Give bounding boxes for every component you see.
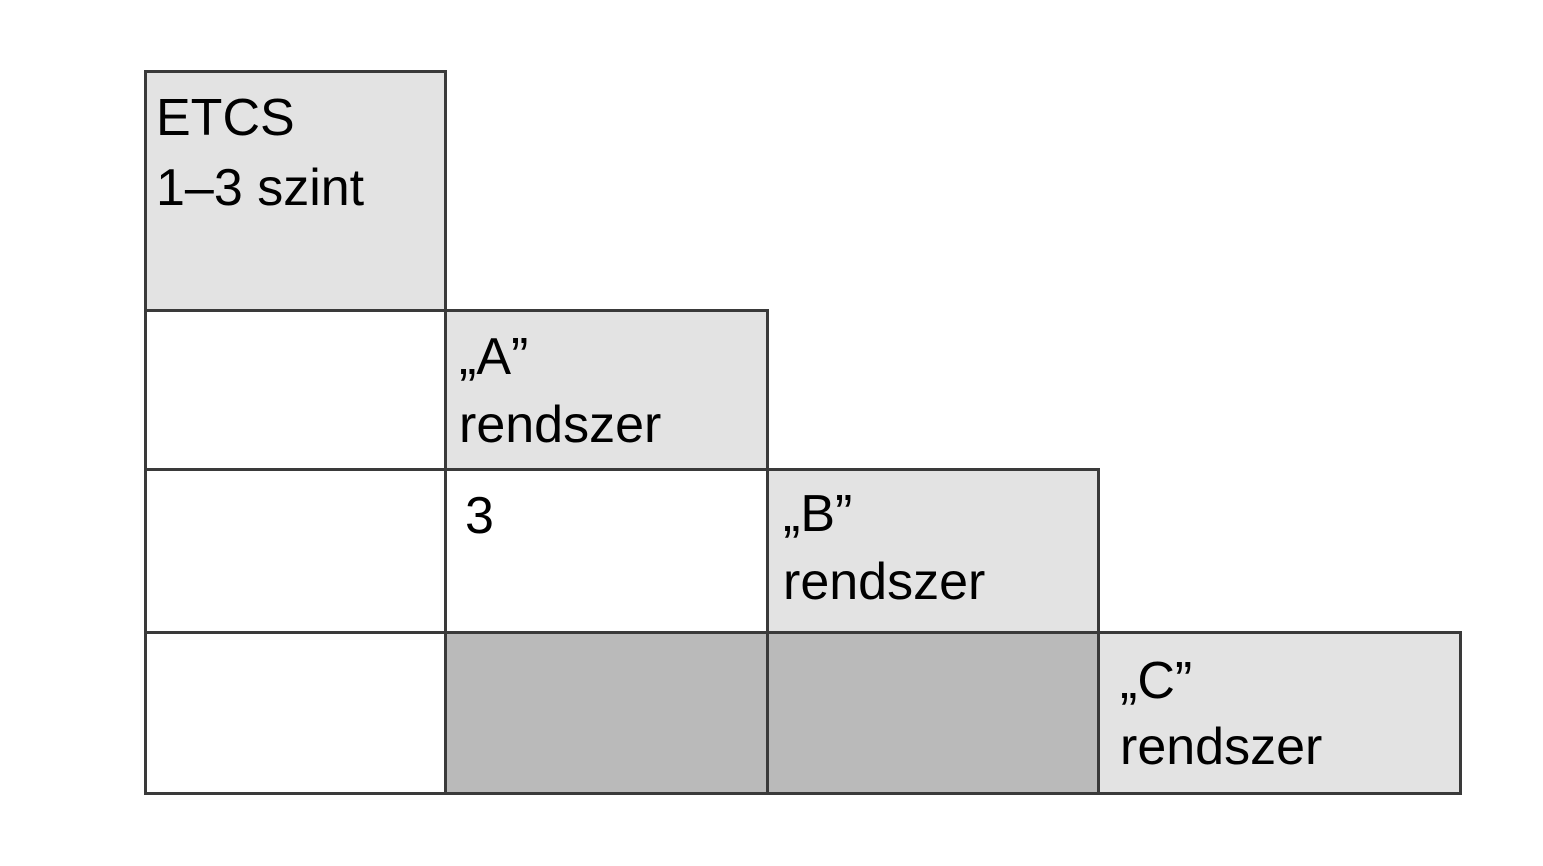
cell-r4-c2-shaded: [444, 631, 769, 795]
cell-system-c: „C” rendszer: [1097, 631, 1462, 795]
system-b-name: „B”: [783, 485, 853, 543]
level-value: 3: [465, 487, 494, 545]
system-a-label: rendszer: [459, 396, 662, 454]
cell-etcs-levels: ETCS 1–3 szint: [144, 70, 447, 312]
system-c-label: rendszer: [1120, 718, 1323, 776]
system-b-label: rendszer: [783, 553, 986, 611]
cell-r3-c2: 3: [444, 468, 769, 634]
cell-system-a: „A” rendszer: [444, 309, 769, 471]
etcs-levels-label: 1–3 szint: [156, 159, 365, 217]
cell-r4-c1: [144, 631, 447, 795]
cell-r3-c1: [144, 468, 447, 634]
cell-r4-c3-shaded: [766, 631, 1100, 795]
cell-system-b: „B” rendszer: [766, 468, 1100, 634]
etcs-label: ETCS: [156, 89, 295, 147]
cell-r2-c1: [144, 309, 447, 471]
system-c-name: „C”: [1120, 652, 1193, 710]
system-a-name: „A”: [459, 328, 529, 386]
